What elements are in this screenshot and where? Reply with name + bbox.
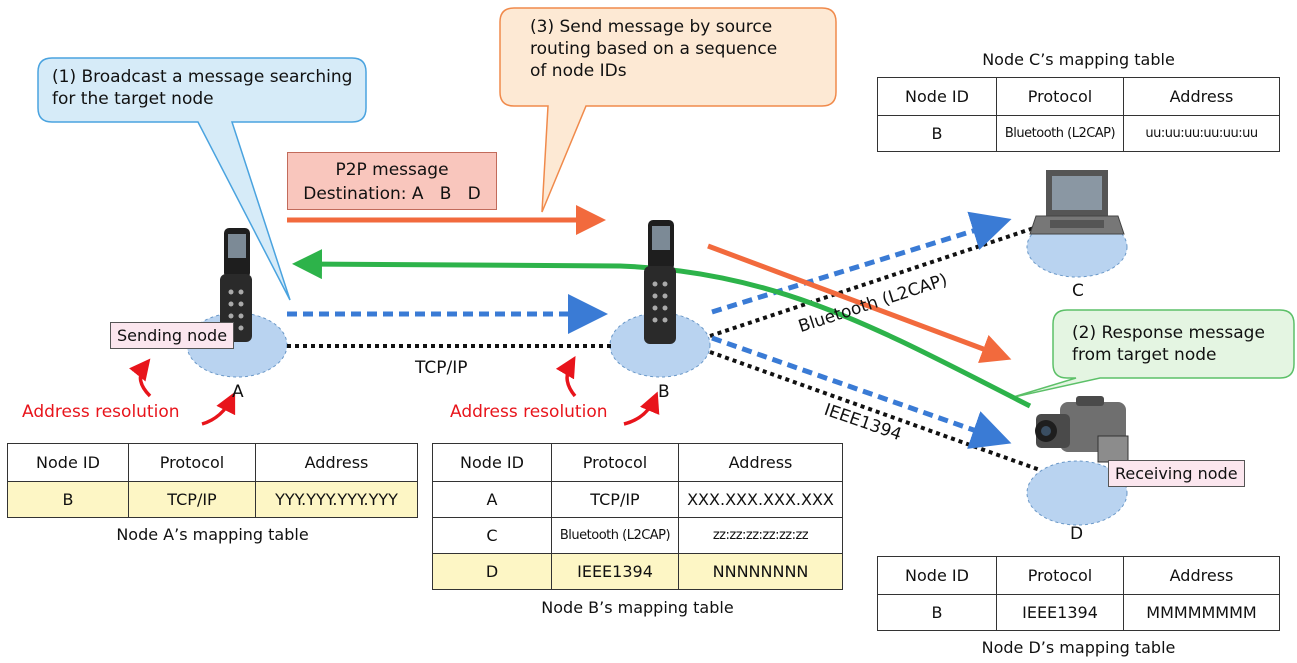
table-cell: uu:uu:uu:uu:uu:uu [1123, 115, 1280, 152]
callout-routing-bubble [499, 7, 837, 213]
node-d-table-caption: Node D’s mapping table [981, 638, 1176, 657]
table-cell: MMMMMMMM [1123, 594, 1280, 631]
link-b-d-ieee1394 [709, 350, 1041, 472]
address-resolution-b-label: Address resolution [450, 402, 608, 422]
table-cell: Bluetooth (L2CAP) [551, 517, 679, 554]
table-cell: XXX.XXX.XXX.XXX [678, 481, 843, 518]
node-a-label: A [232, 382, 244, 402]
node-c-label: C [1072, 281, 1084, 301]
node-b-mapping-table: Node ID Protocol Address A TCP/IP XXX.XX… [432, 443, 843, 590]
address-resolution-arrow-a-left [129, 358, 152, 398]
table-header: Node ID [877, 77, 997, 116]
table-cell: B [877, 594, 997, 631]
table-row: B Bluetooth (L2CAP) uu:uu:uu:uu:uu:uu [877, 115, 1280, 152]
p2p-message-box: P2P message Destination: A B D [287, 152, 497, 210]
table-header: Address [678, 443, 843, 482]
callout-routing-text: (3) Send message by source routing based… [530, 17, 778, 81]
receiving-node-badge: Receiving node [1108, 460, 1245, 487]
node-d-camcorder-icon [1035, 396, 1129, 463]
callout-response-bubble [1009, 309, 1295, 399]
node-a-mapping-table: Node ID Protocol Address B TCP/IP YYY.YY… [7, 443, 418, 518]
node-c-mapping-table: Node ID Protocol Address B Bluetooth (L2… [877, 77, 1280, 152]
table-cell: TCP/IP [551, 481, 679, 518]
table-header: Protocol [128, 443, 256, 482]
table-cell: NNNNNNNN [678, 553, 843, 590]
callout-response-text: (2) Response message from target node [1072, 323, 1265, 365]
table-header: Node ID [432, 443, 552, 482]
broadcast-arrow-b-c [711, 211, 1012, 315]
address-resolution-arrow-b-left [555, 355, 577, 398]
table-cell: Bluetooth (L2CAP) [996, 115, 1124, 152]
link-b-c-bluetooth [709, 224, 1041, 338]
broadcast-arrow-b-d [711, 335, 1012, 449]
table-cell: TCP/IP [128, 481, 256, 518]
table-cell: YYY.YYY.YYY.YYY [255, 481, 418, 518]
routing-arrow-b-d [707, 243, 1012, 364]
table-header: Protocol [551, 443, 679, 482]
node-c-table-caption: Node C’s mapping table [982, 50, 1175, 69]
table-header: Address [1123, 556, 1280, 595]
table-cell: IEEE1394 [996, 594, 1124, 631]
table-cell: D [432, 553, 552, 590]
p2p-message-destination: Destination: A B D [303, 184, 481, 204]
node-b-disc [609, 312, 711, 378]
link-label-tcpip: TCP/IP [415, 358, 468, 378]
table-cell: C [432, 517, 552, 554]
node-b-label: B [658, 382, 670, 402]
table-header: Node ID [7, 443, 129, 482]
address-resolution-arrow-a-right [201, 391, 236, 426]
table-header: Node ID [877, 556, 997, 595]
node-a-table-caption: Node A’s mapping table [116, 525, 309, 544]
address-resolution-a-label: Address resolution [22, 402, 180, 422]
table-header: Protocol [996, 77, 1124, 116]
p2p-message-title: P2P message [335, 160, 449, 180]
sending-node-badge: Sending node [110, 322, 235, 349]
node-d-disc [1026, 460, 1128, 526]
table-row: C Bluetooth (L2CAP) zz:zz:zz:zz:zz:zz [432, 517, 843, 554]
callout-broadcast-bubble [37, 57, 367, 301]
table-row: B TCP/IP YYY.YYY.YYY.YYY [7, 481, 418, 518]
table-cell: B [877, 115, 997, 152]
table-cell: A [432, 481, 552, 518]
node-b-phone-icon [644, 220, 676, 344]
table-row: D IEEE1394 NNNNNNNN [432, 553, 843, 590]
table-header: Protocol [996, 556, 1124, 595]
node-d-mapping-table: Node ID Protocol Address B IEEE1394 MMMM… [877, 556, 1280, 631]
table-cell: IEEE1394 [551, 553, 679, 590]
callout-broadcast-text: (1) Broadcast a message searching for th… [52, 67, 353, 109]
table-row: B IEEE1394 MMMMMMMM [877, 594, 1280, 631]
node-c-laptop-icon [1029, 170, 1125, 235]
address-resolution-arrow-b-right [623, 391, 660, 426]
table-cell: B [7, 481, 129, 518]
table-cell: zz:zz:zz:zz:zz:zz [678, 517, 843, 554]
node-d-label: D [1070, 524, 1084, 544]
node-b-table-caption: Node B’s mapping table [541, 598, 734, 617]
table-header: Address [1123, 77, 1280, 116]
table-header: Address [255, 443, 418, 482]
table-row: A TCP/IP XXX.XXX.XXX.XXX [432, 481, 843, 518]
